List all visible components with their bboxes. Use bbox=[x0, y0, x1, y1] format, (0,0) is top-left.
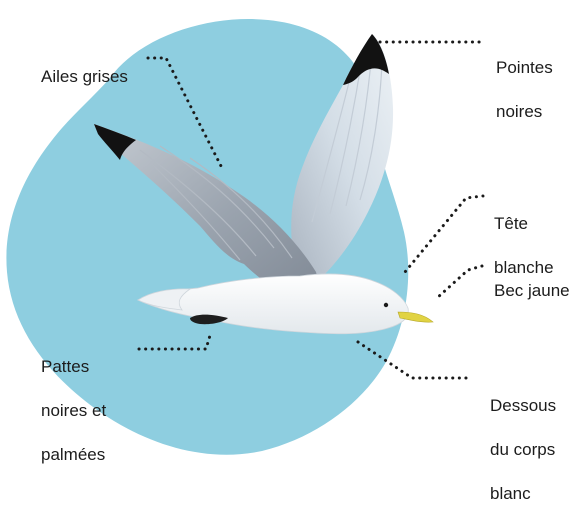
label-dessous-line-2: du corps bbox=[490, 439, 556, 461]
label-pattes-noires-palmees: Pattes noires et palmées bbox=[41, 334, 106, 488]
label-bec-jaune: Bec jaune bbox=[494, 258, 570, 324]
label-dessous-du-corps-blanc: Dessous du corps blanc bbox=[490, 373, 556, 527]
label-pointes-noires-line-2: noires bbox=[496, 101, 553, 123]
label-dessous-line-1: Dessous bbox=[490, 395, 556, 417]
label-pointes-noires: Pointes noires bbox=[496, 35, 553, 145]
label-tete-blanche-line-1: Tête bbox=[494, 213, 554, 235]
label-pattes-line-1: Pattes bbox=[41, 356, 106, 378]
label-dessous-line-3: blanc bbox=[490, 483, 556, 505]
leader-head bbox=[405, 196, 483, 272]
label-bec-jaune-line-1: Bec jaune bbox=[494, 280, 570, 302]
gull-eye bbox=[384, 303, 388, 307]
label-pattes-line-3: palmées bbox=[41, 444, 106, 466]
leader-beak bbox=[437, 266, 482, 298]
label-ailes-grises-line-1: Ailes grises bbox=[41, 66, 128, 88]
label-pointes-noires-line-1: Pointes bbox=[496, 57, 553, 79]
label-pattes-line-2: noires et bbox=[41, 400, 106, 422]
label-ailes-grises: Ailes grises bbox=[41, 44, 128, 110]
